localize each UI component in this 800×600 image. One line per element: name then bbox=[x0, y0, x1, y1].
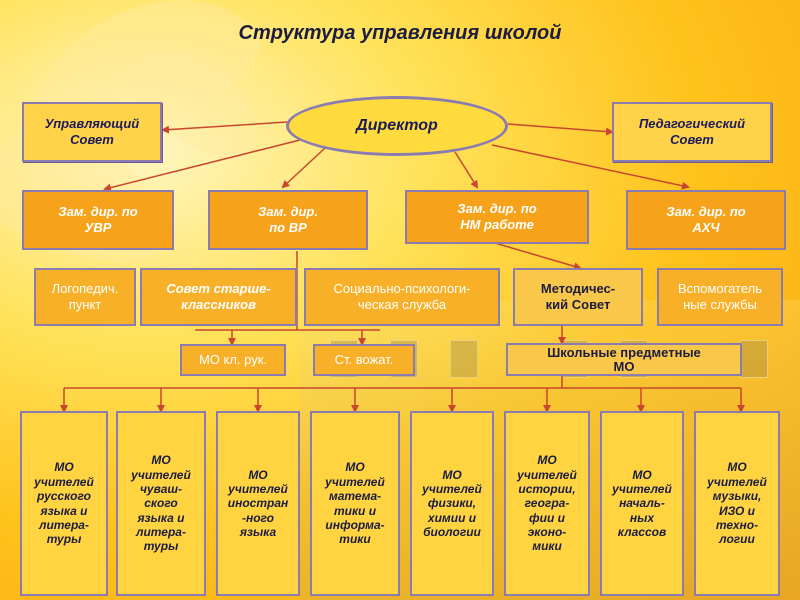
director-node: Директор bbox=[286, 96, 508, 156]
deputy-label: Зам. дир. по АХЧ bbox=[666, 204, 746, 235]
link-director-dep1 bbox=[103, 139, 301, 192]
governing-council-node: Управляющий Совет bbox=[22, 102, 162, 162]
deputy-label: Зам. дир. по ВР bbox=[258, 204, 318, 235]
subject-mo-node: Школьные предметные МО bbox=[506, 343, 742, 376]
link-director-dep3 bbox=[454, 151, 479, 189]
mo-group-label: МО учителей физики, химии и биологии bbox=[422, 467, 482, 540]
social-psych-service-label: Социально-психологи- ческая служба bbox=[333, 281, 471, 312]
pedagogical-council-node: Педагогический Совет bbox=[612, 102, 772, 162]
deputy-label: Зам. дир. по УВР bbox=[58, 204, 138, 235]
mo-group-box: МО учителей физики, химии и биологии bbox=[410, 411, 494, 596]
senior-leader-node: Ст. вожат. bbox=[313, 344, 415, 376]
mo-group-box: МО учителей истории, геогра- фии и эконо… bbox=[504, 411, 590, 596]
link-director-governing bbox=[161, 121, 288, 134]
mo-group-box: МО учителей началь- ных классов bbox=[600, 411, 684, 596]
mo-group-label: МО учителей чуваш- ского языка и литера-… bbox=[131, 453, 191, 554]
deputy-node-uvr: Зам. дир. по УВР bbox=[22, 190, 174, 250]
mo-group-label: МО учителей истории, геогра- фии и эконо… bbox=[517, 453, 577, 554]
class-teachers-mo-node: МО кл. рук. bbox=[180, 344, 286, 376]
social-psych-service-node: Социально-психологи- ческая служба bbox=[304, 268, 500, 326]
mo-group-box: МО учителей музыки, ИЗО и техно- логии bbox=[694, 411, 780, 596]
senior-leader-label: Ст. вожат. bbox=[334, 352, 394, 368]
mo-group-label: МО учителей музыки, ИЗО и техно- логии bbox=[707, 460, 767, 547]
mo-group-label: МО учителей иностран -ного языка bbox=[227, 467, 289, 540]
methodical-council-node: Методичес- кий Совет bbox=[513, 268, 643, 326]
mo-group-box: МО учителей матема- тики и информа- тики bbox=[310, 411, 400, 596]
deputy-label: Зам. дир. по НМ работе bbox=[457, 201, 537, 232]
senior-council-label: Совет старше- классников bbox=[166, 281, 271, 312]
mo-group-label: МО учителей русского языка и литера- тур… bbox=[34, 460, 94, 547]
director-label: Директор bbox=[356, 117, 438, 134]
governing-council-label: Управляющий Совет bbox=[44, 116, 140, 147]
deputy-node-nm: Зам. дир. по НМ работе bbox=[405, 190, 589, 244]
deputy-node-vr: Зам. дир. по ВР bbox=[208, 190, 368, 250]
mo-group-box: МО учителей русского языка и литера- тур… bbox=[20, 411, 108, 596]
pedagogical-council-label: Педагогический Совет bbox=[638, 116, 746, 147]
class-teachers-mo-label: МО кл. рук. bbox=[198, 352, 268, 368]
auxiliary-services-node: Вспомогатель ные службы bbox=[657, 268, 783, 326]
speech-therapy-node: Логопедич. пункт bbox=[34, 268, 136, 326]
mo-group-box: МО учителей чуваш- ского языка и литера-… bbox=[116, 411, 206, 596]
link-director-dep4 bbox=[491, 144, 690, 190]
link-director-pedagogical bbox=[507, 123, 614, 136]
link-director-dep2 bbox=[281, 147, 326, 189]
mo-group-label: МО учителей началь- ных классов bbox=[612, 467, 672, 540]
diagram-title: Структура управления школой bbox=[238, 22, 562, 44]
methodical-council-label: Методичес- кий Совет bbox=[540, 281, 616, 312]
subject-mo-label: Школьные предметные МО bbox=[547, 344, 701, 374]
deputy-node-ahch: Зам. дир. по АХЧ bbox=[626, 190, 786, 250]
mo-group-box: МО учителей иностран -ного языка bbox=[216, 411, 300, 596]
window bbox=[450, 340, 478, 378]
speech-therapy-label: Логопедич. пункт bbox=[51, 281, 119, 312]
link-dep3-methodical bbox=[494, 242, 582, 271]
senior-council-node: Совет старше- классников bbox=[140, 268, 297, 326]
auxiliary-services-label: Вспомогатель ные службы bbox=[678, 281, 762, 312]
mo-group-label: МО учителей матема- тики и информа- тики bbox=[325, 460, 385, 547]
